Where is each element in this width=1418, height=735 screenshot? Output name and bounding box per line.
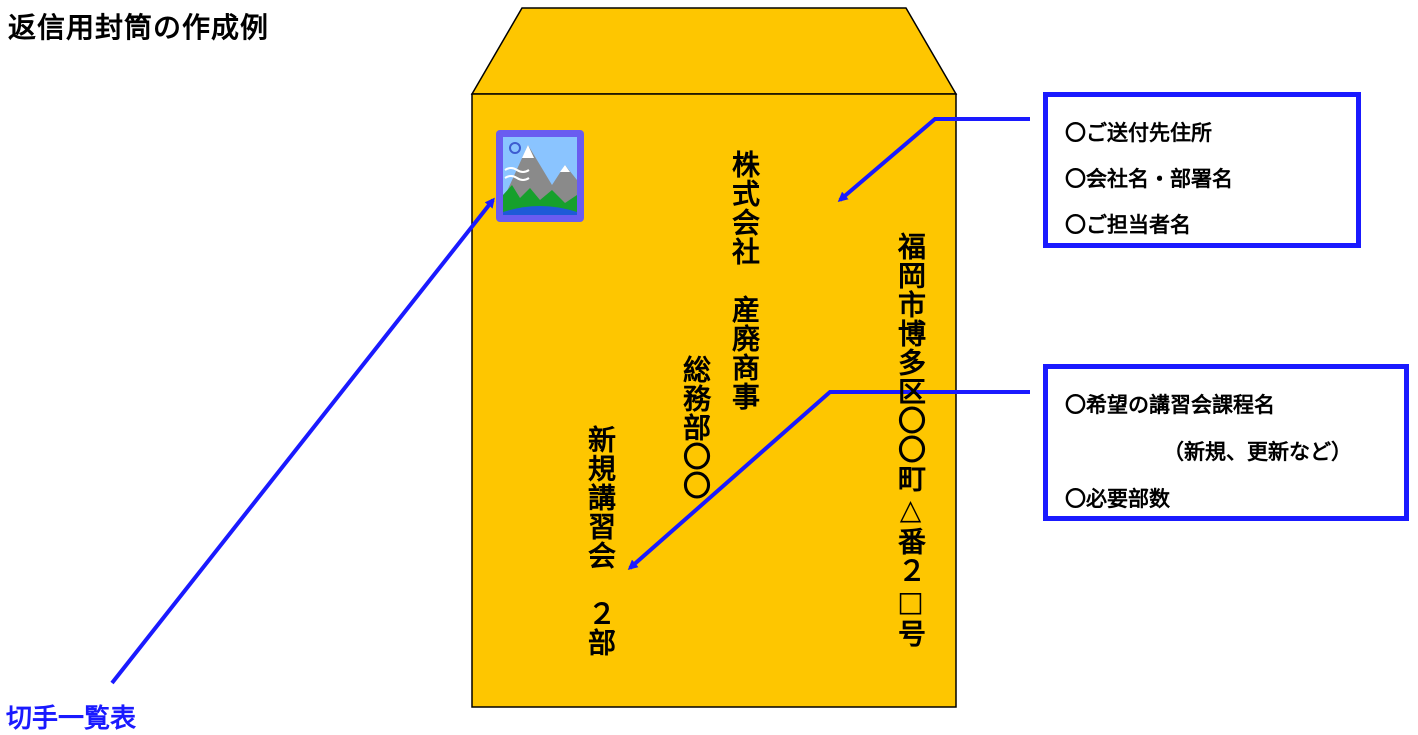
company-name: 株式会社 産廃商事 [728, 150, 761, 411]
recipient-info-callout: 〇ご送付先住所 〇会社名・部署名 〇ご担当者名 [1043, 92, 1361, 248]
callout-line-company: 〇会社名・部署名 [1065, 167, 1233, 191]
course-request: 新規講習会 ２部 [584, 425, 617, 657]
page-title: 返信用封筒の作成例 [8, 11, 270, 44]
stamp-list-link[interactable]: 切手一覧表 [6, 704, 137, 734]
stamp-arrow [110, 197, 495, 685]
mountain-stamp-icon [496, 130, 584, 222]
callout-arrow-recipient [837, 117, 1030, 202]
callout-line-address: 〇ご送付先住所 [1065, 121, 1212, 145]
callout-line-course-type: （新規、更新など） [1163, 440, 1352, 464]
callout-line-course-name: 〇希望の講習会課程名 [1065, 393, 1275, 417]
callout-line-copies: 〇必要部数 [1065, 487, 1170, 511]
envelope-flap [470, 7, 958, 95]
department-name: 総務部〇〇 [679, 355, 712, 500]
callout-arrow-course [627, 390, 1030, 570]
callout-line-person: 〇ご担当者名 [1065, 213, 1191, 237]
course-info-callout: 〇希望の講習会課程名 （新規、更新など） 〇必要部数 [1043, 364, 1409, 521]
recipient-address: 福岡市博多区〇〇町△番２□号 [894, 232, 927, 648]
